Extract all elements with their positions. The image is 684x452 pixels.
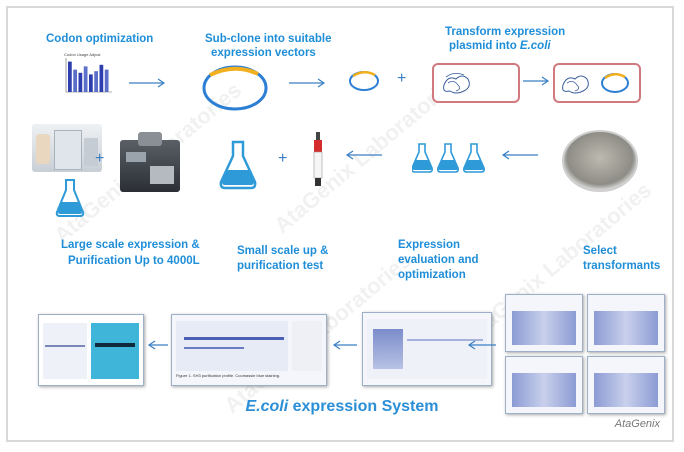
step-subclone-label-2: expression vectors <box>211 47 316 59</box>
flask-icon <box>219 140 257 190</box>
plasmid-icon <box>349 71 379 91</box>
chart-bar <box>73 69 77 92</box>
transformed-ecoli-box <box>553 63 641 103</box>
arrow-vector-to-transform <box>289 78 326 88</box>
screening-gel <box>587 294 665 352</box>
step-small-scale-label-1: Small scale up & <box>237 245 329 257</box>
step-codon-label: Codon optimization <box>46 33 154 45</box>
codon-chart-svg <box>65 58 112 93</box>
arrow-transform-right <box>523 76 550 86</box>
step-transform-label-2: plasmid into E.coli <box>449 40 551 52</box>
step-large-scale-label-1: Large scale expression & <box>61 239 200 251</box>
step-evaluation-label-1: Expression <box>398 239 460 251</box>
screening-gel <box>587 356 665 414</box>
arrow-plate-to-flasks <box>501 150 538 160</box>
step-evaluation-label-2: evaluation and <box>398 254 479 266</box>
chart-bar <box>104 69 109 92</box>
arrow-codon-to-vector <box>129 78 166 88</box>
chart-bar <box>78 72 83 92</box>
chart-bar <box>83 66 88 92</box>
ecoli-cell-icon <box>443 73 470 94</box>
expression-vector-plasmid-icon <box>202 65 268 111</box>
chart-bar <box>94 71 98 92</box>
codon-usage-chart: Codon Usage Adjust <box>62 52 114 96</box>
diagram-title: E.coli expression System <box>245 398 439 415</box>
plus-sign: + <box>95 150 105 167</box>
step-small-scale-label-2: purification test <box>237 260 324 272</box>
bioreactor-image <box>32 124 102 172</box>
ecoli-cell-box <box>432 63 520 103</box>
purification-system-image <box>120 132 180 192</box>
screening-gel <box>505 356 583 414</box>
screening-gel <box>505 294 583 352</box>
chart-bar <box>68 61 72 92</box>
step-transform-label-1: Transform expression <box>445 26 566 38</box>
arrow-small-to-large <box>147 340 168 350</box>
purification-column-icon <box>313 132 323 186</box>
gel-caption: Figure 1. SH3 purification profile. Coom… <box>176 373 281 378</box>
arrow-eval-to-small <box>332 340 357 350</box>
chart-bar <box>99 64 104 92</box>
step-select-label-1: Select <box>583 245 617 257</box>
transformed-ecoli-icon <box>562 73 629 94</box>
petri-dish-icon <box>562 130 638 192</box>
step-subclone-label-1: Sub-clone into suitable <box>205 33 332 45</box>
western-blot-image <box>38 314 144 386</box>
plus-sign: + <box>397 70 407 87</box>
chart-inset-title: Codon Usage Adjust <box>64 52 101 57</box>
plus-sign: + <box>278 150 288 167</box>
brand-label: AtaGenix <box>614 418 660 430</box>
arrow-select-to-eval <box>467 340 496 350</box>
flask-icon <box>55 179 85 217</box>
purification-gel-image: Figure 1. SH3 purification profile. Coom… <box>171 314 327 386</box>
arrow-flasks-to-column <box>345 150 382 160</box>
screening-gels-grid <box>505 294 665 414</box>
small-flasks-icon <box>412 143 485 173</box>
step-large-scale-label-2: Purification Up to 4000L <box>68 255 200 267</box>
step-select-label-2: transformants <box>583 260 661 272</box>
step-evaluation-label-3: optimization <box>398 269 466 281</box>
expression-gel-image <box>362 312 492 386</box>
chart-bar <box>89 74 93 92</box>
